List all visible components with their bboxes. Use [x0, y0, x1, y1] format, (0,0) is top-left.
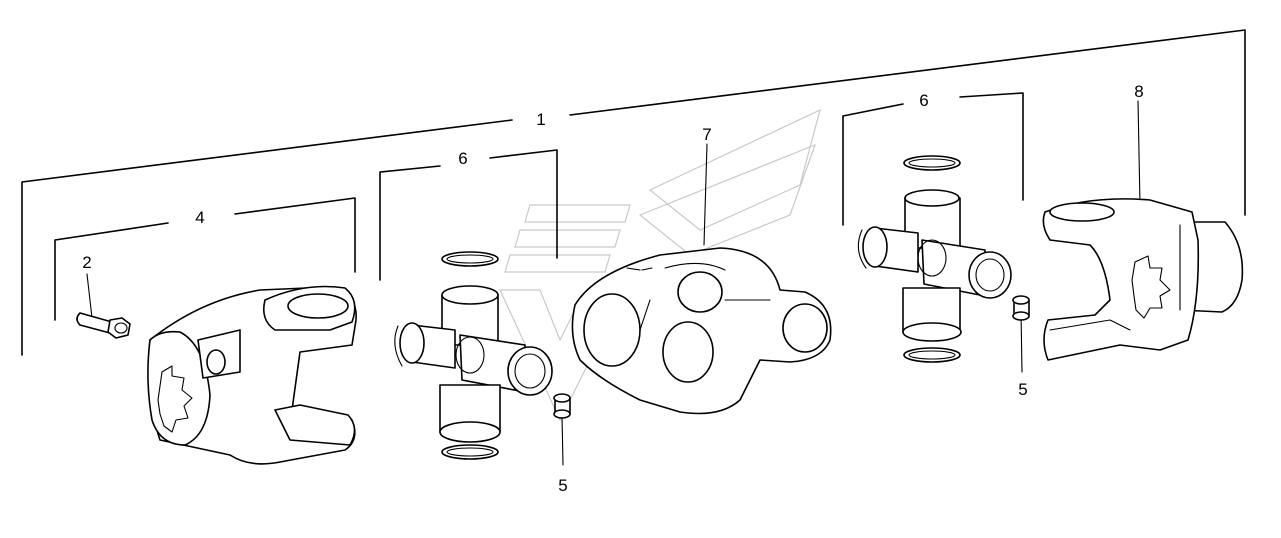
callout-6-left: 6 — [458, 149, 467, 168]
callout-8: 8 — [1134, 82, 1143, 101]
grease-nipple-right — [1012, 295, 1030, 321]
snap-ring-upper-right — [903, 155, 961, 171]
callout-1: 1 — [536, 110, 545, 129]
snap-ring-lower-left — [441, 444, 499, 460]
callout-2: 2 — [82, 253, 91, 272]
yoke-part-8 — [1042, 198, 1244, 361]
cross-kit-right — [857, 189, 1012, 342]
bracket-6-left — [379, 149, 558, 281]
center-yoke-part-7 — [571, 247, 832, 415]
grease-nipple-left — [553, 393, 571, 419]
bolt-part-2 — [76, 312, 131, 339]
cross-kit-left — [394, 285, 553, 443]
bracket-1 — [21, 29, 1246, 356]
snap-ring-lower-right — [903, 347, 961, 363]
callout-4: 4 — [195, 208, 204, 227]
callout-5-left: 5 — [558, 476, 567, 495]
callout-5-right: 5 — [1018, 380, 1027, 399]
leader-lines — [86, 100, 1141, 466]
callout-7: 7 — [702, 125, 711, 144]
callout-6-right: 6 — [919, 91, 928, 110]
yoke-part-4 — [147, 285, 357, 465]
callout-labels: 1 2 4 5 5 6 6 7 8 — [82, 82, 1143, 495]
bracket-6-right — [842, 92, 1024, 226]
snap-ring-upper-left — [441, 251, 499, 267]
bracket-4 — [54, 197, 356, 321]
